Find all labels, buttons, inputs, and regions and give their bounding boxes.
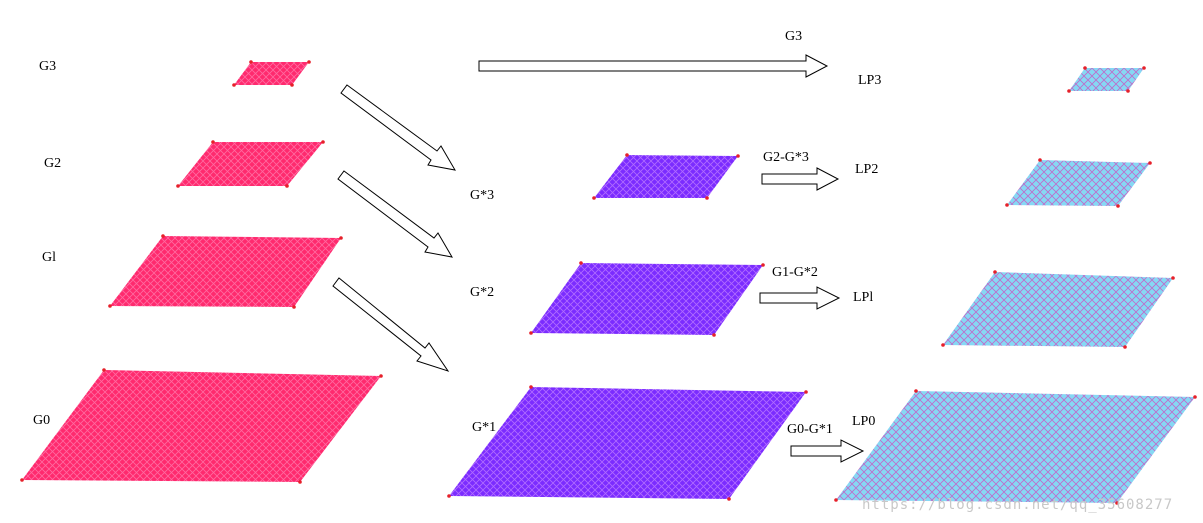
corner-dot xyxy=(529,331,533,335)
corner-dot xyxy=(1171,276,1175,280)
plane-g1 xyxy=(110,236,341,307)
watermark: https://blog.csdn.net/qq_35608277 xyxy=(862,497,1173,513)
arrow-diff1-to-lp0 xyxy=(790,439,865,463)
arrow-g1-to-gstar1 xyxy=(332,277,450,372)
plane-g-star-1 xyxy=(449,387,806,499)
label-g2: G2 xyxy=(44,156,61,171)
corner-dot xyxy=(20,478,24,482)
label-diff-g2: G2-G*3 xyxy=(763,150,809,165)
corner-dot xyxy=(292,305,296,309)
label-top-g3: G3 xyxy=(785,29,802,44)
corner-dot xyxy=(232,83,236,87)
corner-dot xyxy=(941,343,945,347)
corner-dot xyxy=(447,494,451,498)
corner-dot xyxy=(339,236,343,240)
label-g3: G3 xyxy=(39,59,56,74)
corner-dot xyxy=(1193,395,1197,399)
plane-g3 xyxy=(234,62,309,85)
corner-dot xyxy=(579,261,583,265)
corner-dot xyxy=(804,390,808,394)
corner-dot xyxy=(834,498,838,502)
arrow-g3-to-gstar3 xyxy=(340,84,456,171)
corner-dot xyxy=(211,140,215,144)
corner-dot xyxy=(249,60,253,64)
corner-dot xyxy=(108,304,112,308)
corner-dot xyxy=(102,368,106,372)
corner-dot xyxy=(1083,66,1087,70)
corner-dot xyxy=(1148,161,1152,165)
corner-dot xyxy=(1126,89,1130,93)
label-g-star-3: G*3 xyxy=(470,188,494,203)
arrow-diff2-to-lp1 xyxy=(759,286,841,310)
label-g0: G0 xyxy=(33,413,50,428)
laplacian-column xyxy=(836,68,1195,503)
corner-dot xyxy=(307,60,311,64)
corner-dot xyxy=(321,140,325,144)
label-lp3: LP3 xyxy=(858,73,881,88)
plane-g-star-3 xyxy=(594,155,738,198)
label-g1: Gl xyxy=(42,250,56,265)
arrows xyxy=(332,54,865,463)
label-lp1: LPl xyxy=(853,290,873,305)
corner-dot xyxy=(290,83,294,87)
corner-dot xyxy=(1116,204,1120,208)
corner-dot xyxy=(761,263,765,267)
label-g-star-2: G*2 xyxy=(470,285,494,300)
plane-g-star-2 xyxy=(531,263,763,335)
label-lp0: LP0 xyxy=(852,414,875,429)
label-diff-g0: G0-G*1 xyxy=(787,422,833,437)
label-lp2: LP2 xyxy=(855,162,878,177)
plane-lp1 xyxy=(943,272,1173,347)
corner-dot xyxy=(161,234,165,238)
corner-dot xyxy=(1142,66,1146,70)
corner-dot xyxy=(1115,501,1119,505)
corner-dot xyxy=(529,385,533,389)
corner-dot xyxy=(1038,158,1042,162)
corner-dot xyxy=(176,184,180,188)
expanded-column xyxy=(449,155,806,499)
plane-g0 xyxy=(22,370,381,482)
corner-dot xyxy=(298,480,302,484)
plane-lp0 xyxy=(836,391,1195,503)
corner-dot xyxy=(625,153,629,157)
gaussian-column xyxy=(22,62,381,482)
corner-dot xyxy=(1005,203,1009,207)
corner-dot xyxy=(736,154,740,158)
corner-dot xyxy=(914,389,918,393)
corner-dot xyxy=(993,270,997,274)
arrow-diff3-to-lp2 xyxy=(761,167,840,191)
corner-dot xyxy=(285,184,289,188)
plane-lp3 xyxy=(1069,68,1144,91)
corner-dot xyxy=(379,374,383,378)
corner-dot xyxy=(705,196,709,200)
plane-lp2 xyxy=(1007,160,1150,206)
arrow-g3-to-lp3 xyxy=(478,54,829,78)
corner-dot xyxy=(712,333,716,337)
corner-dots xyxy=(20,60,1197,505)
corner-dot xyxy=(592,196,596,200)
corner-dot xyxy=(727,497,731,501)
arrow-g2-to-gstar2 xyxy=(337,170,453,258)
corner-dot xyxy=(1123,345,1127,349)
corner-dot xyxy=(1067,89,1071,93)
label-g-star-1: G*1 xyxy=(472,420,496,435)
label-diff-g1: G1-G*2 xyxy=(772,265,818,280)
plane-g2 xyxy=(178,142,323,186)
